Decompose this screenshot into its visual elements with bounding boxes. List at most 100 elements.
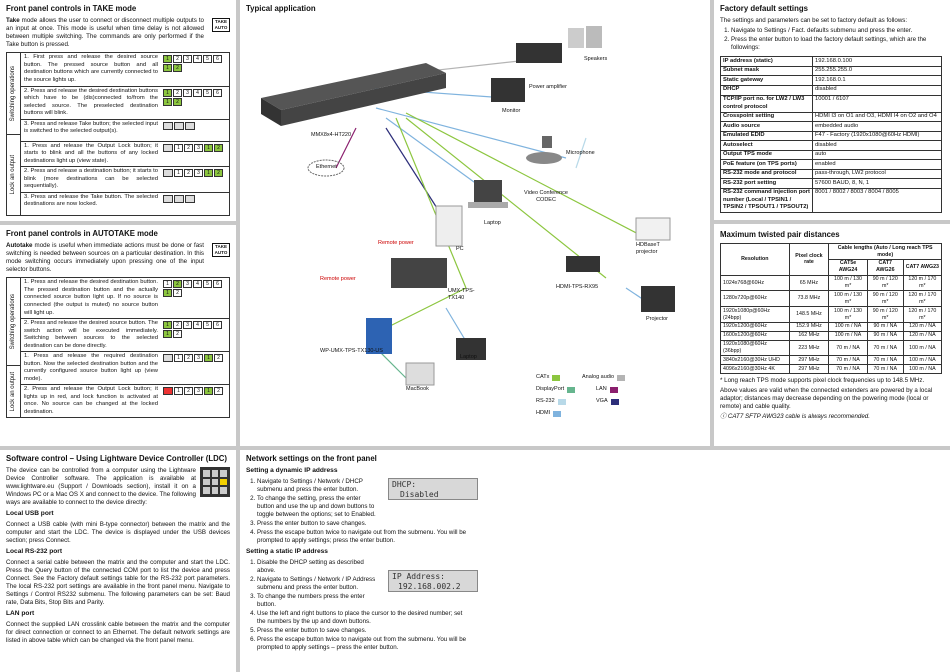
pc-label: PC xyxy=(456,246,464,252)
legend-item: Analog audio xyxy=(582,374,626,381)
take-steps-table: Switching operations Lock an output 1. F… xyxy=(6,52,230,216)
row-divider xyxy=(0,446,950,450)
cable-line xyxy=(575,137,587,169)
step-row: 3. Press and release the Take button. Th… xyxy=(21,193,229,215)
take-mode-section: Front panel controls in TAKE mode Take m… xyxy=(6,4,230,216)
factory-row: PoE feature (on TPS ports)enabled xyxy=(720,159,942,170)
projector xyxy=(641,286,675,312)
step-row: 2. Press and release the desired destina… xyxy=(21,87,229,120)
section-title: Software control – Using Lightware Devic… xyxy=(6,454,227,463)
step-row: 2. Press and release a destination butto… xyxy=(21,167,229,193)
wallplate-label: WP-UMX-TPS-TX130-US xyxy=(320,348,383,354)
video-codec xyxy=(526,152,562,164)
speakers-label: Speakers xyxy=(584,56,608,62)
section-title: Typical application xyxy=(246,4,316,13)
power-amplifier xyxy=(516,43,562,63)
laptop2-screen xyxy=(456,338,486,360)
legend-swatch xyxy=(552,374,561,381)
step-row: 2. Press and release the Output Lock but… xyxy=(21,385,229,417)
legend-swatch xyxy=(557,398,566,405)
cable-line xyxy=(335,127,357,169)
legend-item: CATx xyxy=(536,374,561,381)
step-row: 1. First press and release the desired s… xyxy=(21,53,229,87)
laptop-label: Laptop xyxy=(484,220,501,226)
row-divider xyxy=(0,221,236,225)
autotake-mode-section: Front panel controls in AUTOTAKE mode Au… xyxy=(6,229,230,419)
legend-swatch xyxy=(617,374,626,381)
projector-label: Projector xyxy=(646,316,669,322)
section-title: Network settings on the front panel xyxy=(246,454,377,463)
remote-power-label: Remote power xyxy=(378,240,414,246)
remote-power-label: Remote power xyxy=(320,276,356,282)
codec-label: Video Conference CODEC xyxy=(524,190,568,204)
section-title: Factory default settings xyxy=(720,4,808,13)
matrix-label: MMX8x4-HT220 xyxy=(311,132,352,138)
cable-line xyxy=(395,117,467,289)
matrix-device xyxy=(261,63,446,126)
section-title: Front panel controls in TAKE mode xyxy=(6,4,137,13)
twisted-pair-table: Resolution Pixel clock rate Cable length… xyxy=(720,243,943,375)
step-row: 1. Press and release the Output Lock but… xyxy=(21,142,229,168)
ldc-section: Software control – Using Lightware Devic… xyxy=(6,454,230,644)
speaker-right xyxy=(586,26,602,48)
ldc-qr-icon xyxy=(200,467,230,498)
macbook-label: MacBook xyxy=(406,386,429,392)
ethernet-label: Ethernet xyxy=(316,164,337,170)
legend-swatch xyxy=(553,410,562,417)
autotake-steps-table: Switching operations Lock an output 1. P… xyxy=(6,277,230,419)
power-amp-label: Power amplifier xyxy=(529,84,567,90)
network-section: Network settings on the front panel Sett… xyxy=(246,454,470,653)
cable-line xyxy=(385,287,467,329)
legend-item: LAN xyxy=(596,386,618,393)
factory-row: TCP/IP port no. for LW2 / LW3 control pr… xyxy=(720,94,942,113)
row-divider xyxy=(714,220,950,224)
take-auto-button-icon: TAKE AUTO xyxy=(212,18,230,32)
speaker-left xyxy=(568,28,584,48)
rx-device xyxy=(566,256,600,272)
legend-item: DisplayPort xyxy=(536,386,576,393)
step-row: 3. Press and release Take button; the se… xyxy=(21,120,229,142)
laptop-screen xyxy=(474,180,502,202)
hdbaset-projector xyxy=(635,217,671,241)
column-divider xyxy=(710,0,714,446)
lcd-dhcp-display: DHCP: Disabled xyxy=(388,478,478,500)
legend-swatch xyxy=(567,386,576,393)
section-title: Maximum twisted pair distances xyxy=(720,230,840,239)
section-title: Front panel controls in AUTOTAKE mode xyxy=(6,229,158,238)
hdbaset-label: HDBaseT projector xyxy=(636,242,660,256)
info-icon: ⓘ xyxy=(720,413,728,421)
legend-item: VGA xyxy=(596,398,619,405)
laptop-base xyxy=(468,202,508,208)
legend-swatch xyxy=(609,386,618,393)
laptop2-label: Laptop xyxy=(460,354,477,360)
factory-row: RS-232 command injection port number (Lo… xyxy=(720,187,942,214)
microphone xyxy=(542,136,552,148)
take-auto-button-icon: TAKE AUTO xyxy=(212,243,230,257)
cable-line xyxy=(405,112,647,239)
step-row: 1. Press and release the desired destina… xyxy=(21,278,229,320)
monitor xyxy=(491,78,525,102)
application-diagram xyxy=(261,26,675,386)
umx-label: UMX-TPS-TX140 xyxy=(448,288,475,302)
legend-item: RS-232 xyxy=(536,398,566,405)
legend-item: HDMI xyxy=(536,410,562,417)
lcd-ip-display: IP Address: 192.168.002.2 xyxy=(388,570,478,592)
legend-swatch xyxy=(610,398,619,405)
pc-tower xyxy=(435,205,463,247)
